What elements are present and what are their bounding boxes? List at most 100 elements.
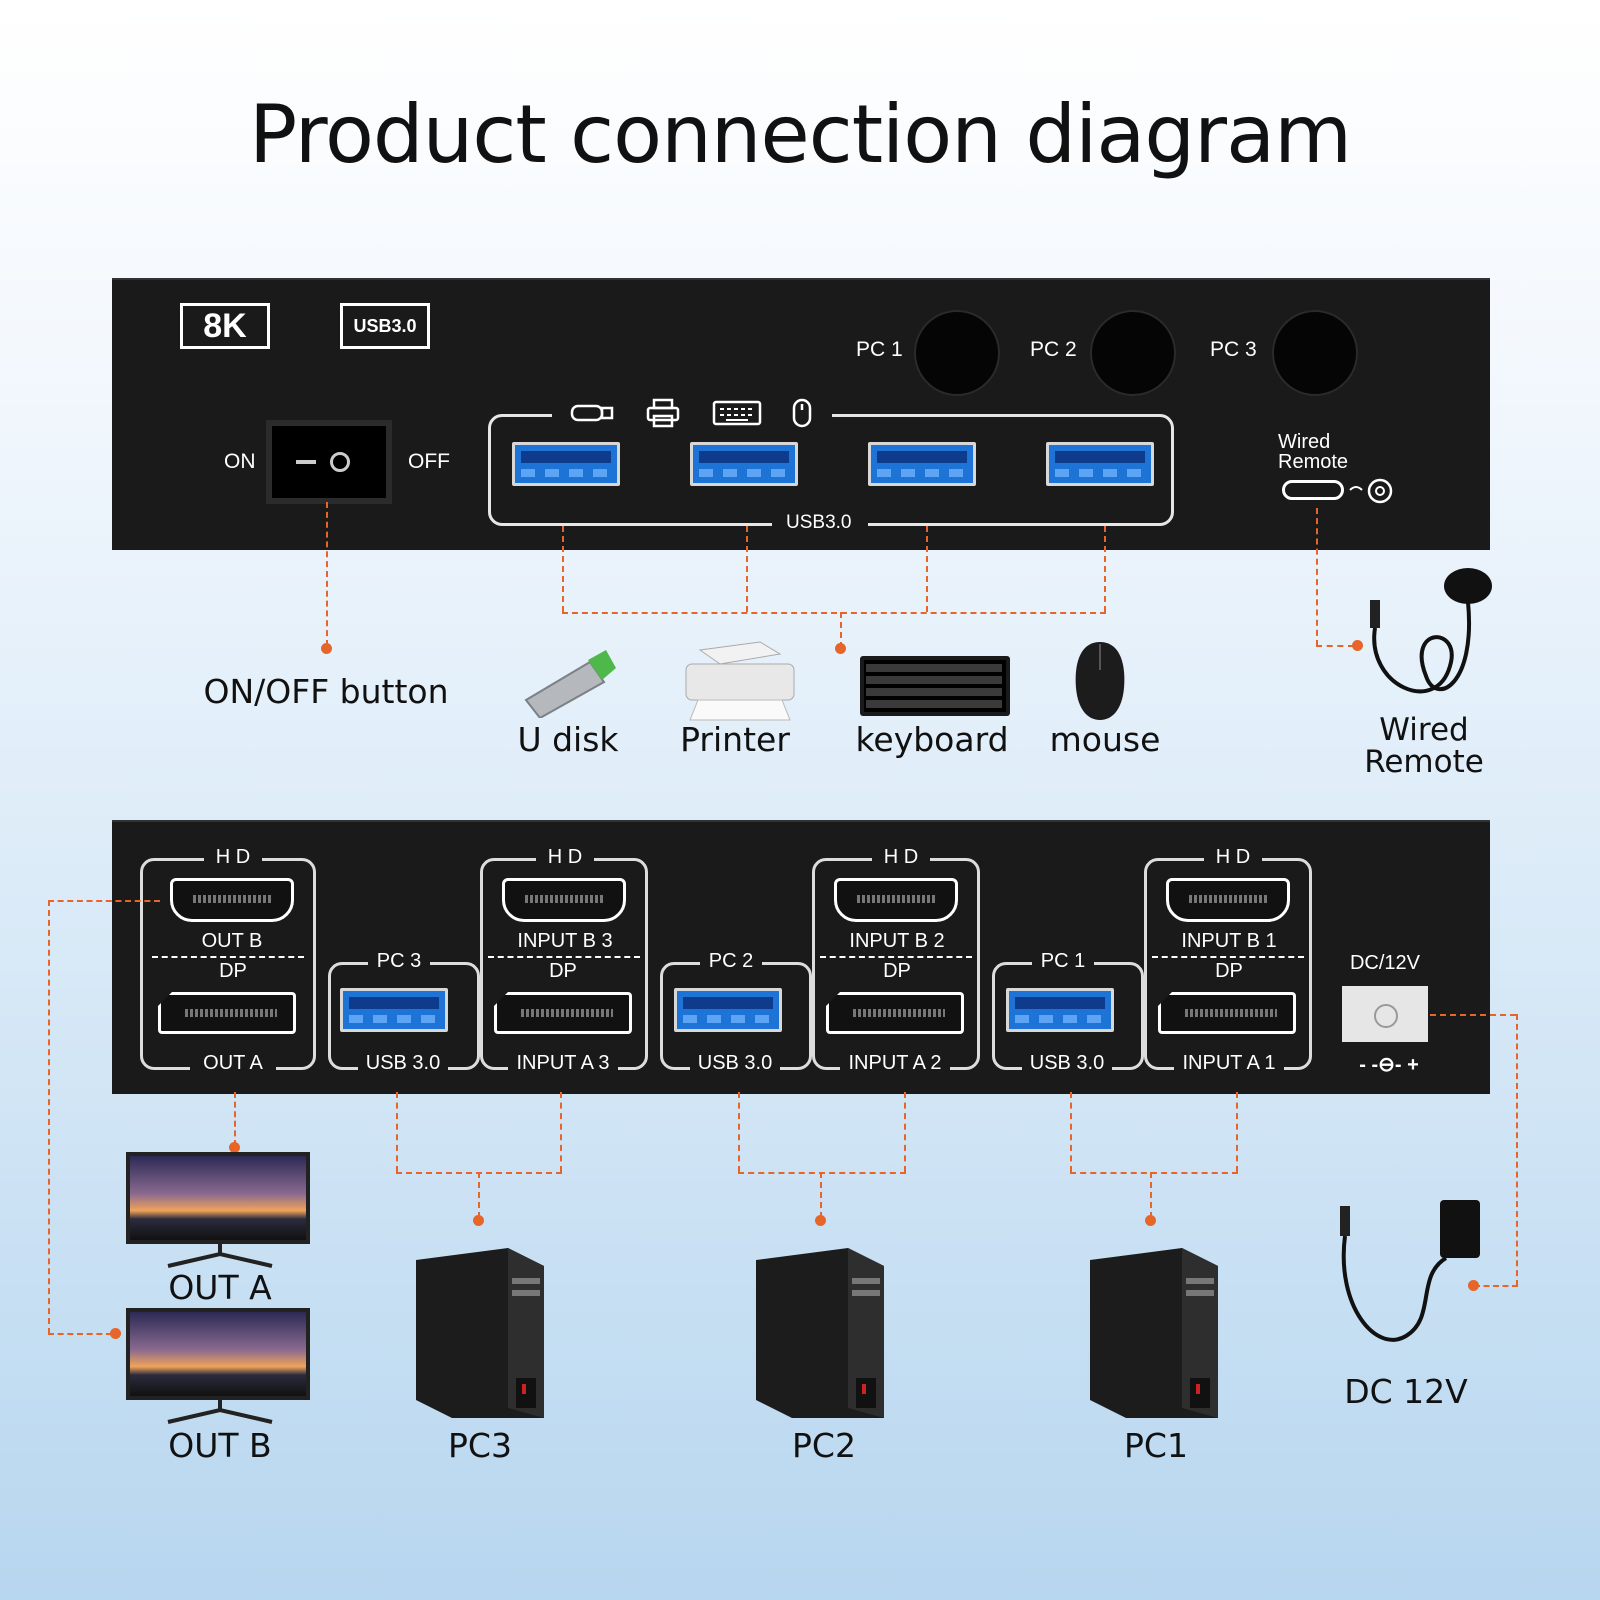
usb-port-3	[868, 442, 976, 486]
usb-bus-drop-line	[840, 612, 842, 648]
remote-connector-line	[1316, 508, 1318, 646]
switch-off-label: OFF	[408, 450, 450, 473]
pc3-group-label: PC 3	[368, 950, 430, 973]
out-b-hdmi-port	[170, 878, 294, 922]
printer-image	[685, 641, 795, 721]
pc3-hd-label: H D	[536, 846, 594, 869]
usb4-connector-line	[1104, 526, 1106, 612]
pc1-divider	[1152, 956, 1304, 958]
pc3-input-b-hdmi-port	[502, 878, 626, 922]
pc2-dp-label: DP	[883, 960, 911, 982]
pc2-usb-label: USB 3.0	[690, 1052, 780, 1075]
out-b-label: OUT B	[168, 1426, 272, 1465]
switch-on-label: ON	[224, 450, 256, 473]
pc3-tower-image	[416, 1248, 544, 1418]
badge-8k: 8K	[180, 303, 270, 349]
mouse-icon	[792, 398, 812, 428]
pc1-hd-label: H D	[1204, 846, 1262, 869]
usb-port-1	[512, 442, 620, 486]
pc2-dp-connector-line	[904, 1092, 906, 1172]
pc2-button-label: PC 2	[1030, 338, 1077, 361]
pc3-usb-label: USB 3.0	[358, 1052, 448, 1075]
pc1-usb-port	[1006, 988, 1114, 1032]
onoff-connector-line	[326, 502, 328, 646]
dc-adapter-image	[1340, 1200, 1480, 1342]
out-b-connector-dot	[110, 1328, 121, 1339]
out-a-connector-line	[234, 1092, 236, 1146]
pc1-button[interactable]	[914, 310, 1000, 396]
dc-jack	[1342, 986, 1428, 1042]
pc2-input-a-dp-port	[826, 992, 964, 1034]
badge-usb3: USB3.0	[340, 303, 430, 349]
out-b-port-label: OUT B	[201, 930, 263, 952]
out-hd-label: H D	[204, 846, 262, 869]
out-b-connector-h-line	[48, 900, 160, 902]
dc-connector-v-line	[1516, 1014, 1518, 1286]
onoff-connector-dot	[321, 643, 332, 654]
out-a-port-label: OUT A	[190, 1052, 276, 1075]
usb1-connector-line	[562, 526, 564, 612]
pc3-button-label: PC 3	[1210, 338, 1257, 361]
mouse-label: mouse	[1049, 720, 1161, 759]
wired-remote-image	[1370, 568, 1492, 694]
pc3-label: PC3	[448, 1426, 512, 1465]
pc1-dp-connector-line	[1236, 1092, 1238, 1172]
pc1-usb-connector-line	[1070, 1092, 1072, 1172]
pc2-connector-dot	[815, 1215, 826, 1226]
pc3-usb-port	[340, 988, 448, 1032]
pc1-button-label: PC 1	[856, 338, 903, 361]
printer-label: Printer	[680, 720, 790, 759]
pc1-input-a-label: INPUT A 1	[1174, 1052, 1284, 1075]
out-b-connector-v-line	[48, 900, 50, 1334]
pc1-usb-label: USB 3.0	[1022, 1052, 1112, 1075]
monitor-out-a-image	[126, 1152, 310, 1244]
dc-connector-h-line	[1430, 1014, 1516, 1016]
pc1-input-b-label: INPUT B 1	[1181, 930, 1277, 952]
remote-jack-icon	[1349, 478, 1393, 504]
usb-drive-icon	[570, 404, 614, 422]
pc1-label: PC1	[1124, 1426, 1188, 1465]
usb-port-4	[1046, 442, 1154, 486]
pc2-button[interactable]	[1090, 310, 1176, 396]
dc-port-label: DC/12V	[1349, 952, 1421, 974]
pc3-connector-dot	[473, 1215, 484, 1226]
wired-remote-label: Wired Remote	[1364, 712, 1484, 780]
pc1-bus-connector-line	[1070, 1172, 1238, 1174]
usb2-connector-line	[746, 526, 748, 612]
out-dp-label: DP	[219, 960, 247, 982]
out-a-label: OUT A	[168, 1268, 272, 1307]
out-a-connector-dot	[229, 1142, 240, 1153]
pc2-usb-connector-line	[738, 1092, 740, 1172]
out-b-connector-end-line	[48, 1333, 112, 1335]
wired-remote-port	[1282, 480, 1344, 500]
pc3-usb-connector-line	[396, 1092, 398, 1172]
pc1-input-a-dp-port	[1158, 992, 1296, 1034]
pc2-bus-connector-line	[738, 1172, 906, 1174]
pc1-input-b-hdmi-port	[1166, 878, 1290, 922]
dc-12v-label: DC 12V	[1344, 1372, 1468, 1411]
pc3-input-b-label: INPUT B 3	[517, 930, 613, 952]
dc-connector-end-line	[1474, 1285, 1518, 1287]
dc-polarity-label: - -⊖- +	[1359, 1054, 1419, 1076]
keyboard-image	[860, 656, 1010, 716]
pc2-hd-label: H D	[872, 846, 930, 869]
pc1-connector-dot	[1145, 1215, 1156, 1226]
u-disk-image	[524, 650, 616, 718]
pc1-dp-label: DP	[1215, 960, 1243, 982]
pc3-button[interactable]	[1272, 310, 1358, 396]
page-title: Product connection diagram	[248, 88, 1352, 181]
usb-bus-dot	[835, 643, 846, 654]
usb-port-2	[690, 442, 798, 486]
pc2-label: PC2	[792, 1426, 856, 1465]
power-switch[interactable]	[266, 420, 392, 504]
pc1-drop-line	[1150, 1172, 1152, 1218]
usb-bus-connector-line	[562, 612, 1106, 614]
mouse-image	[1075, 642, 1125, 720]
pc2-group-label: PC 2	[700, 950, 762, 973]
pc3-input-a-dp-port	[494, 992, 632, 1034]
remote-connector-h-line	[1316, 645, 1354, 647]
pc3-dp-connector-line	[560, 1092, 562, 1172]
pc1-tower-image	[1090, 1248, 1218, 1418]
switch-minus-icon	[296, 460, 316, 464]
pc2-divider	[820, 956, 972, 958]
